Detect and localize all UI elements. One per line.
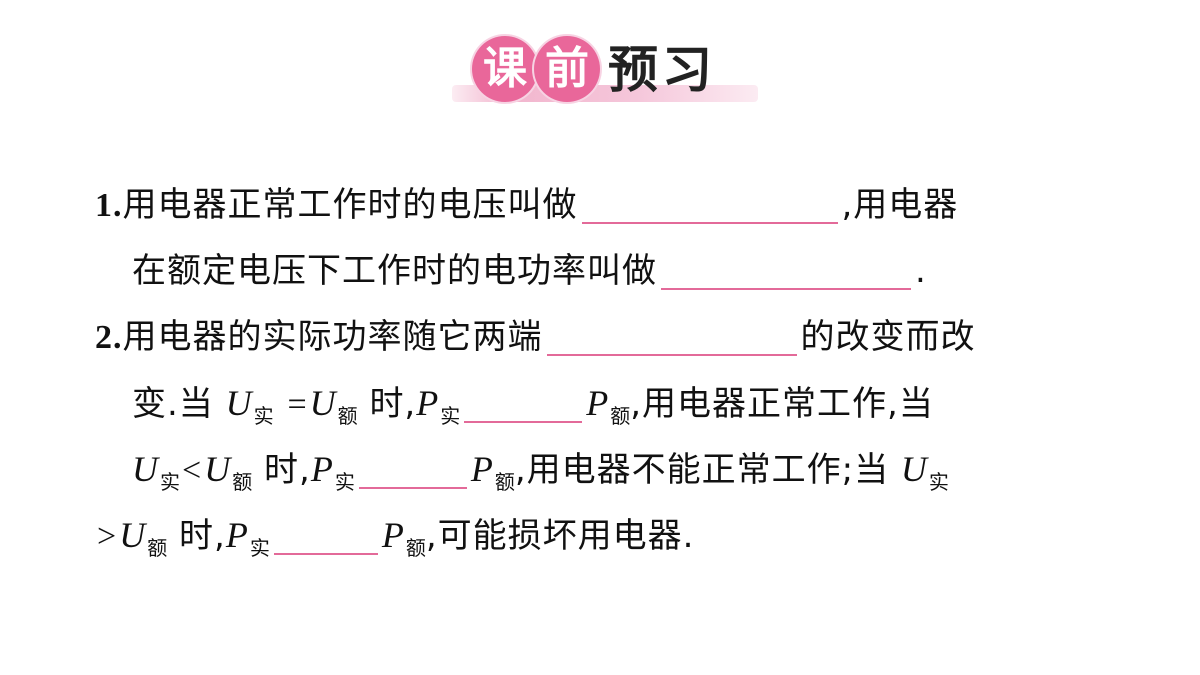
q2-text-2b: 时, (369, 384, 417, 424)
q2-blank-3[interactable] (358, 445, 467, 489)
sub-actual: 实 (160, 470, 180, 494)
q2-text-1b: 的改变而改 (800, 317, 976, 357)
q1-text-1b: ,用电器 (841, 185, 959, 225)
less-than-sign: < (182, 452, 203, 489)
q2-text-4c: ,可能损坏用电器. (425, 516, 695, 556)
var-p-actual: P (310, 449, 333, 489)
q1-line-1: 1.用电器正常工作时的电压叫做 ,用电器 (95, 176, 1105, 242)
q2-text-1a: 用电器的实际功率随它两端 (122, 317, 543, 357)
sub-rated: 额 (337, 404, 358, 428)
q2-text-3b: 时, (264, 450, 311, 490)
q2-blank-1[interactable] (546, 312, 797, 356)
equals-sign: = (287, 386, 308, 423)
q1-number: 1. (95, 187, 123, 224)
var-p-rated: P (470, 449, 493, 489)
sub-actual: 实 (253, 404, 274, 428)
section-header: 课 前 预习 (452, 30, 762, 110)
exercise-content: 1.用电器正常工作时的电压叫做 ,用电器 在额定电压下工作时的电功率叫做. 2.用… (95, 176, 1105, 572)
var-p-actual: P (416, 383, 439, 423)
q2-blank-2[interactable] (464, 379, 583, 423)
q1-text-2b: . (915, 251, 927, 291)
var-u-rated: U (119, 515, 146, 555)
greater-than-sign: > (97, 518, 118, 555)
q2-text-2c: ,用电器正常工作,当 (630, 384, 934, 424)
var-p-rated: P (586, 383, 609, 423)
sub-rated: 额 (494, 470, 515, 494)
q1-text-1a: 用电器正常工作时的电压叫做 (122, 185, 578, 225)
q1-line-2: 在额定电压下工作时的电功率叫做. (95, 242, 1105, 308)
q2-text-3c: ,用电器不能正常工作;当 (514, 450, 890, 490)
sub-rated: 额 (232, 470, 253, 494)
header-plain-text: 预习 (608, 41, 716, 99)
header-badge-1: 课 (472, 36, 538, 102)
sub-actual: 实 (334, 470, 355, 494)
q2-blank-4[interactable] (273, 511, 378, 555)
var-p-actual: P (225, 515, 248, 555)
sub-actual: 实 (249, 536, 270, 560)
sub-rated: 额 (405, 536, 426, 560)
q1-text-2a: 在额定电压下工作时的电功率叫做 (132, 251, 657, 291)
var-u-rated: U (309, 383, 336, 423)
var-u-actual: U (900, 449, 927, 489)
q1-blank-2[interactable] (661, 246, 911, 290)
sub-actual: 实 (928, 470, 949, 494)
q2-line-1: 2.用电器的实际功率随它两端 的改变而改 (95, 308, 1105, 374)
q2-number: 2. (95, 319, 123, 356)
var-p-rated: P (381, 515, 404, 555)
q2-text-2a: 变.当 (132, 384, 214, 424)
header-badge-2: 前 (534, 36, 600, 102)
var-u-actual: U (225, 383, 252, 423)
var-u-actual: U (132, 449, 158, 489)
sub-actual: 实 (440, 404, 461, 428)
q2-text-4b: 时, (179, 516, 226, 556)
sub-rated: 额 (610, 404, 631, 428)
var-u-rated: U (204, 449, 231, 489)
sub-rated: 额 (147, 536, 168, 560)
q1-blank-1[interactable] (581, 180, 838, 224)
